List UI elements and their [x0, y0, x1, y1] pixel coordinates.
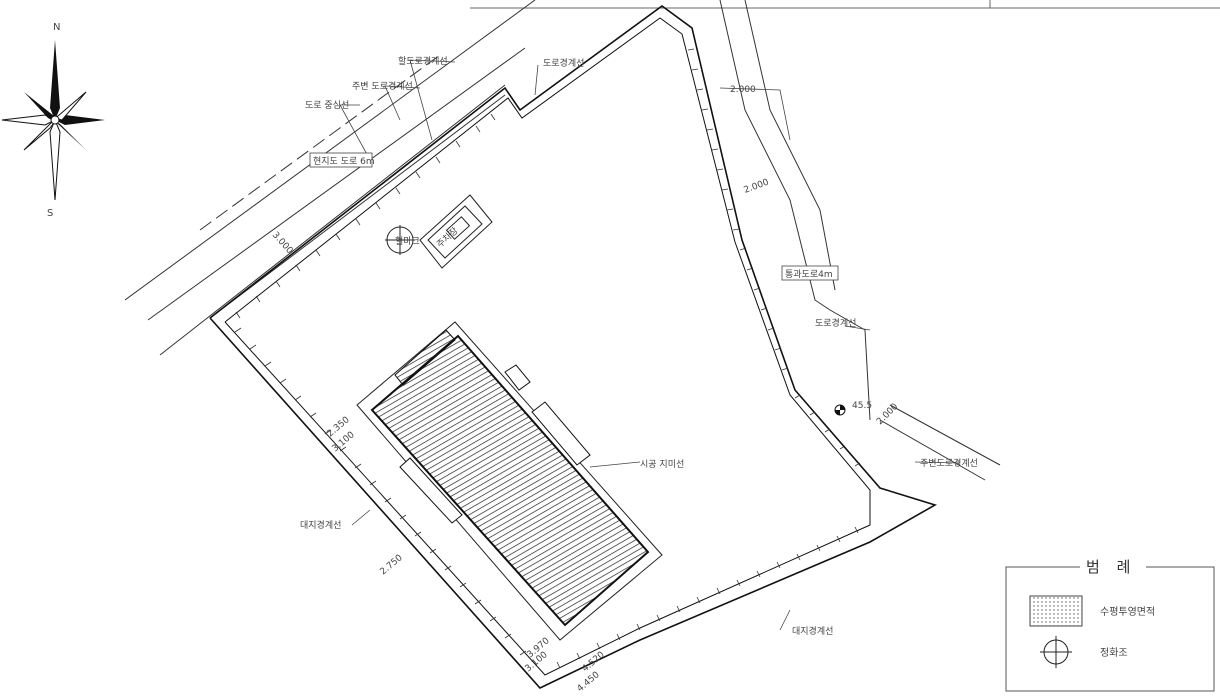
legend-item1-label: 수평투영면적 [1100, 606, 1155, 618]
septic-label: 헐마크 [395, 235, 420, 247]
right-road-lines [719, 0, 1001, 481]
right-boundary-label: 도로경계선 [815, 317, 856, 329]
dim-left-road: 3.000 [270, 230, 295, 256]
dim-right-low: 2.000 [875, 402, 900, 427]
north-arrow-icon [1, 40, 105, 201]
dim-right-mid: 2.000 [743, 178, 771, 196]
legend-swatch-dotted [1029, 595, 1083, 627]
road-centerline [199, 54, 441, 231]
right-lower-boundary-label: 주변도로경계선 [920, 457, 978, 469]
compass-south-label: S [47, 208, 53, 219]
legend-item2-label: 정화조 [1100, 647, 1128, 659]
legend-title: 범 례 [1086, 558, 1136, 576]
benchmark-marker-icon [834, 404, 846, 416]
dim-bottom-d: 4.450 [576, 670, 602, 694]
road-right-label: 통과도로4m [785, 269, 833, 280]
road-boundary-top-label: 도로경계선 [543, 57, 584, 69]
parking-car-icon [419, 194, 493, 269]
road-lines [124, 0, 536, 356]
edge-line-label: 할도로경계선 [398, 55, 448, 67]
dim-top-right: 2.000 [730, 85, 756, 95]
parcel-boundary-label: 주변 도로경계선 [352, 80, 413, 92]
legend: 범 례 수평투영면적 정화조 [1005, 556, 1215, 692]
compass-north-label: N [53, 22, 60, 33]
building-setback-label: 시공 지미선 [640, 459, 684, 470]
building-footprint [356, 321, 663, 641]
adjacent-boundary-label: 대지경계선 [300, 519, 341, 531]
septic-tank-marker [385, 225, 415, 255]
road-centerline-label: 도로 중심선 [305, 100, 349, 111]
dim-left-c: 2.750 [379, 553, 405, 577]
septic-symbol-icon [1040, 636, 1072, 668]
adjacent-boundary-bottom-label: 대지경계선 [792, 625, 833, 637]
dim-marker: 45.5 [852, 401, 872, 411]
site-boundary [209, 5, 938, 689]
road-width-top-label: 현지도 도로 6m [313, 156, 375, 167]
boundary-ticks [234, 48, 861, 669]
